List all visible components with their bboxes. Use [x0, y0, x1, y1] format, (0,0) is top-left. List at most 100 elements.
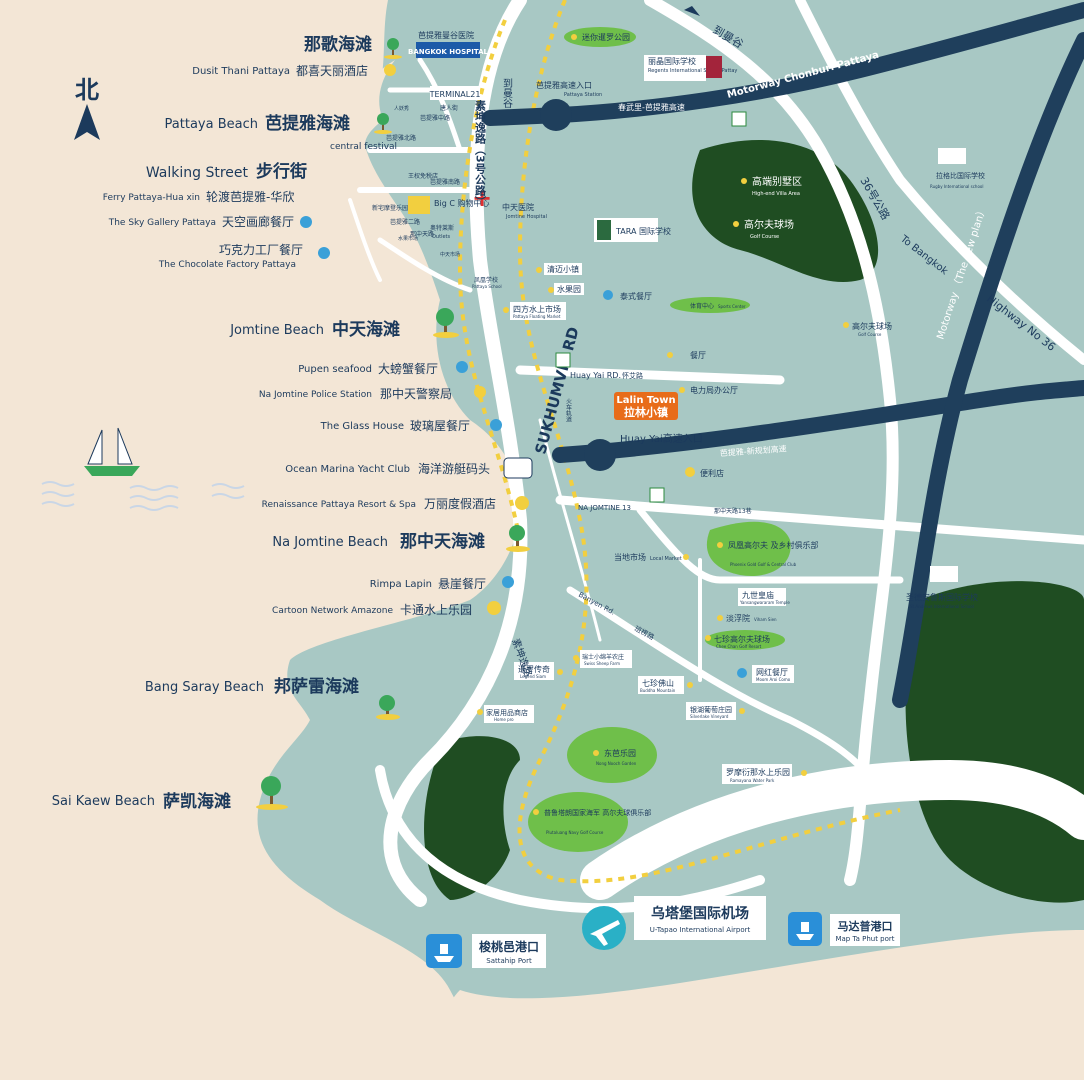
svg-text:东芭乐园: 东芭乐园 — [604, 748, 636, 758]
svg-text:Ocean Marina Yacht Club: Ocean Marina Yacht Club — [285, 464, 410, 475]
svg-text:Golf Course: Golf Course — [858, 332, 882, 337]
arrow-left-icon — [684, 6, 700, 16]
small-6: 水果市场 — [398, 235, 418, 242]
svg-text:Buddha Mountain: Buddha Mountain — [640, 688, 676, 693]
golf-east — [905, 581, 1084, 903]
small-7: 中天市场 — [440, 251, 460, 258]
beach-bangsaray-cn: 邦萨雷海滩 — [274, 676, 359, 697]
beach-pattaya-cn: 芭提雅海滩 — [265, 113, 350, 134]
svg-text:Na Jomtine Police Station: Na Jomtine Police Station — [259, 390, 372, 400]
svg-text:罗摩衍那水上乐园: 罗摩衍那水上乐园 — [726, 767, 790, 777]
huay-yai-entry-label: Huay Yai高速入口 — [620, 432, 703, 445]
palm-icon — [506, 525, 530, 552]
restaurant-icon — [300, 216, 312, 228]
rail-label: 火车轨道 — [565, 398, 572, 423]
star-icon — [384, 64, 396, 76]
small-10: 人妖秀 — [394, 105, 409, 112]
svg-text:卡通水上乐园: 卡通水上乐园 — [400, 603, 472, 617]
svg-text:Pupen seafood: Pupen seafood — [298, 364, 372, 375]
svg-text:The Sky Gallery Pattaya: The Sky Gallery Pattaya — [108, 218, 216, 228]
airport-label-box — [634, 896, 766, 940]
palm-icon — [384, 38, 402, 59]
central-festival: central festival — [330, 142, 397, 152]
svg-text:网红餐厅: 网红餐厅 — [756, 667, 788, 677]
svg-text:St.Andrews International Schoo: St.Andrews International School — [910, 604, 974, 609]
svg-text:Cartoon Network Amazone: Cartoon Network Amazone — [272, 606, 393, 616]
svg-text:家居用品商店: 家居用品商店 — [486, 708, 528, 717]
bottom-facilities: 乌塔堡国际机场 U-Tapao International Airport 梭桃… — [426, 896, 900, 968]
svg-text:春武里-芭提雅高速: 春武里-芭提雅高速 — [618, 102, 685, 112]
svg-text:芭提雅高速入口: 芭提雅高速入口 — [536, 80, 592, 90]
svg-text:Pattaya Floating Market: Pattaya Floating Market — [513, 314, 561, 319]
walking-street-en: Walking Street — [146, 165, 249, 181]
na-jomtine-label: NA JOMTINE 13 — [578, 504, 631, 512]
poi-chiangmai: 清迈小镇 — [536, 263, 582, 275]
huaiyan-label: 怀艾路 — [622, 371, 643, 380]
svg-text:The Glass House: The Glass House — [320, 421, 404, 432]
wave-icons — [41, 481, 245, 511]
svg-text:万丽度假酒店: 万丽度假酒店 — [424, 496, 496, 511]
nong-nooch-area — [567, 727, 657, 783]
poi-cartoon: Cartoon Network Amazone 卡通水上乐园 — [272, 601, 501, 617]
svg-text:圣德安鲁斯国际学校: 圣德安鲁斯国际学校 — [906, 592, 978, 602]
railway-line-west — [457, 19, 522, 541]
svg-text:迷你暹罗公园: 迷你暹罗公园 — [582, 32, 630, 42]
svg-text:餐厅: 餐厅 — [690, 351, 706, 360]
svg-text:瑞士小绵羊农庄: 瑞士小绵羊农庄 — [582, 653, 624, 661]
svg-text:七珍佛山: 七珍佛山 — [642, 678, 674, 688]
svg-text:Local Market: Local Market — [650, 556, 682, 562]
compass-label: 北 — [75, 76, 99, 104]
svg-text:七珍高尔夫球场: 七珍高尔夫球场 — [714, 634, 770, 644]
poi-chonburi-hwy: 春武里-芭提雅高速 — [618, 102, 685, 112]
phoenix-golf-area — [706, 521, 791, 576]
svg-text:Dusit Thani Pattaya: Dusit Thani Pattaya — [192, 66, 290, 77]
palm-icon — [374, 113, 392, 134]
beach-nage: 那歌海滩 — [304, 34, 372, 55]
svg-text:海洋游艇码头: 海洋游艇码头 — [418, 461, 490, 476]
svg-text:巧克力工厂餐厅: 巧克力工厂餐厅 — [219, 242, 303, 257]
cheechan-golf-area — [705, 630, 785, 650]
palm-icon — [256, 776, 288, 810]
pattaya-interchange — [540, 99, 572, 131]
svg-text:当地市场: 当地市场 — [614, 552, 646, 562]
small-5: Outlets — [432, 234, 450, 240]
to-bangkok-vertical: 到曼谷 — [501, 78, 513, 109]
svg-text:Swiss Sheep Farm: Swiss Sheep Farm — [584, 661, 620, 666]
restaurant-icon — [490, 419, 502, 431]
street-3: 芭提雅南路 — [430, 178, 460, 186]
small-8: 凤凰学校 — [474, 276, 498, 284]
svg-text:Rimpa Lapin: Rimpa Lapin — [370, 579, 432, 590]
maptaphut-label-box — [830, 914, 900, 946]
svg-text:四方水上市场: 四方水上市场 — [513, 304, 561, 314]
svg-text:泰式餐厅: 泰式餐厅 — [620, 291, 652, 301]
poi-standrews: 圣德安鲁斯国际学校 St.Andrews International School — [906, 566, 978, 609]
restaurant-icon — [737, 668, 747, 678]
huay-yai-rd-label: Huay Yai RD. — [570, 371, 621, 380]
north-arrow-icon — [74, 104, 100, 140]
poi-minisiam: 迷你暹罗公园 — [571, 32, 630, 42]
bigc: Big C 购物中心 — [434, 198, 489, 208]
svg-text:Phoenix Gold Golf & Central Cl: Phoenix Gold Golf & Central Club — [730, 562, 797, 567]
palm-icons — [256, 38, 530, 810]
svg-text:银湖葡萄庄园: 银湖葡萄庄园 — [690, 705, 732, 714]
beach-saikaew-en: Sai Kaew Beach — [52, 794, 155, 809]
beach-najomtine-en: Na Jomtine Beach — [272, 535, 388, 550]
restaurant-icon — [318, 247, 330, 259]
ship-icon — [503, 457, 533, 479]
railway-line — [517, 0, 901, 884]
star-icon — [515, 496, 529, 510]
svg-text:电力局办公厅: 电力局办公厅 — [690, 385, 738, 395]
